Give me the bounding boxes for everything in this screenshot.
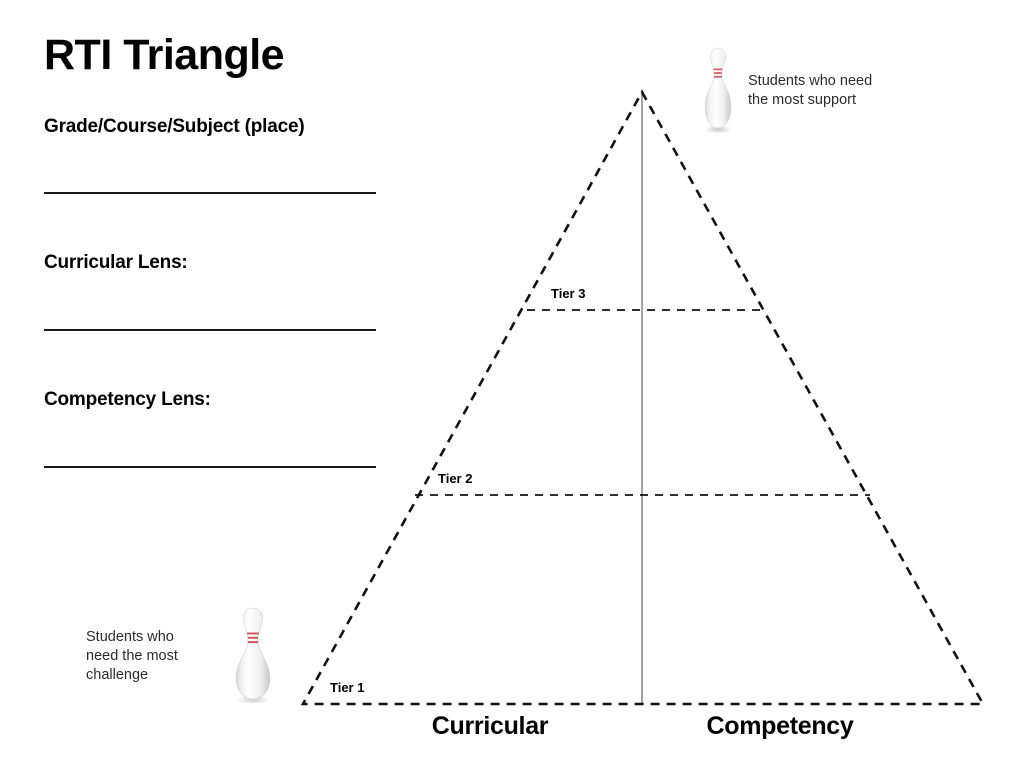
bowling-pin-icon — [235, 607, 271, 703]
write-line-curricular-lens[interactable] — [44, 329, 376, 331]
tier-2-label: Tier 2 — [438, 471, 473, 486]
axis-label-curricular: Curricular — [431, 712, 549, 740]
field-label-curricular-lens: Curricular Lens: — [44, 252, 188, 273]
pin-stripes — [236, 632, 270, 644]
annotation-students-need-most-challenge: Students who need the most challenge — [86, 629, 178, 684]
pin-stripes — [705, 68, 731, 78]
tier-3-label: Tier 3 — [551, 286, 586, 301]
tier-1-label: Tier 1 — [330, 680, 365, 695]
annotation-students-need-most-support: Students who need the most support — [748, 73, 873, 109]
write-line-grade-course-subject[interactable] — [44, 192, 376, 194]
triangle-outline — [300, 89, 986, 706]
field-label-grade-course-subject: Grade/Course/Subject (place) — [44, 116, 305, 137]
field-label-competency-lens: Competency Lens: — [44, 389, 211, 410]
bowling-pin-icon — [704, 47, 732, 134]
axis-label-competency: Competency — [706, 712, 854, 740]
write-line-competency-lens[interactable] — [44, 466, 376, 468]
page-title: RTI Triangle — [44, 31, 285, 79]
